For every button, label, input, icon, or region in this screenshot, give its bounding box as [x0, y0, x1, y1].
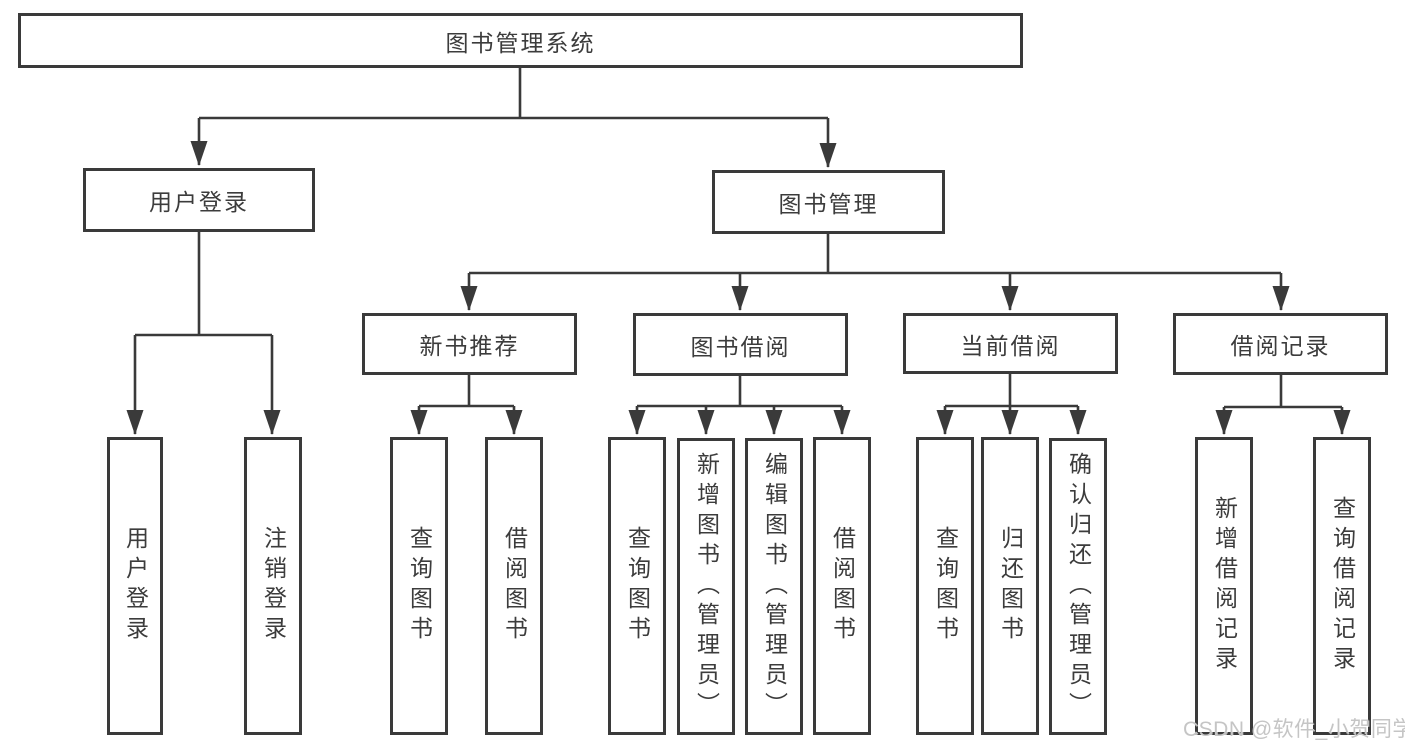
- node-borrow-records: 借阅记录: [1173, 313, 1388, 375]
- csdn-watermark: CSDN @软件_小贺同学: [1183, 718, 1405, 741]
- leaf-user-login: 用户登录: [107, 437, 163, 735]
- leaf-records-query-record-label: 查询借阅记录: [1329, 496, 1356, 676]
- leaf-borrow-query-book: 查询图书: [608, 437, 666, 735]
- leaf-logout-label: 注销登录: [260, 526, 287, 646]
- node-borrow-records-label: 借阅记录: [1230, 333, 1331, 359]
- leaf-records-query-record: 查询借阅记录: [1313, 437, 1371, 735]
- connector-records-to-leaves: [1215, 375, 1351, 435]
- leaf-recommend-borrow-book-label: 借阅图书: [501, 526, 528, 646]
- leaf-borrow-add-book-admin-label: 新增图书（管理员）: [693, 451, 720, 722]
- leaf-current-confirm-return-admin: 确认归还（管理员）: [1049, 438, 1107, 735]
- leaf-borrow-edit-book-admin-label: 编辑图书（管理员）: [761, 451, 788, 722]
- leaf-current-return-book-label: 归还图书: [997, 526, 1024, 646]
- leaf-current-confirm-return-admin-label: 确认归还（管理员）: [1065, 451, 1092, 722]
- leaf-borrow-query-book-label: 查询图书: [624, 526, 651, 646]
- connector-login-to-leaves: [126, 232, 281, 435]
- leaf-current-query-book-label: 查询图书: [932, 526, 959, 646]
- node-current-borrow-label: 当前借阅: [960, 332, 1061, 359]
- node-user-login-label: 用户登录: [149, 189, 249, 215]
- leaf-records-add-record: 新增借阅记录: [1195, 437, 1253, 735]
- leaf-records-add-record-label: 新增借阅记录: [1211, 496, 1238, 676]
- connector-current-to-leaves: [936, 374, 1087, 435]
- leaf-borrow-borrow-book: 借阅图书: [813, 437, 871, 735]
- node-user-login: 用户登录: [83, 168, 315, 232]
- leaf-recommend-borrow-book: 借阅图书: [485, 437, 543, 735]
- connector-borrow-to-leaves: [628, 376, 851, 435]
- node-book-borrow-label: 图书借阅: [690, 333, 791, 360]
- leaf-current-return-book: 归还图书: [981, 437, 1039, 735]
- node-new-book-recommend-label: 新书推荐: [419, 333, 520, 359]
- node-book-manage-label: 图书管理: [778, 191, 879, 217]
- node-book-borrow: 图书借阅: [633, 313, 848, 376]
- connector-recommend-to-leaves: [410, 375, 523, 435]
- leaf-recommend-query-book: 查询图书: [390, 437, 448, 735]
- node-new-book-recommend: 新书推荐: [362, 313, 577, 375]
- leaf-current-query-book: 查询图书: [916, 437, 974, 735]
- node-current-borrow: 当前借阅: [903, 313, 1118, 374]
- node-root-label: 图书管理系统: [445, 29, 596, 56]
- node-book-manage: 图书管理: [712, 170, 945, 234]
- leaf-borrow-edit-book-admin: 编辑图书（管理员）: [745, 438, 803, 735]
- leaf-logout: 注销登录: [244, 437, 302, 735]
- node-root: 图书管理系统: [18, 13, 1023, 68]
- connector-root-to-level2: [190, 67, 837, 168]
- leaf-user-login-label: 用户登录: [122, 526, 149, 646]
- connector-manage-to-level3: [460, 234, 1290, 311]
- leaf-recommend-query-book-label: 查询图书: [406, 526, 433, 646]
- leaf-borrow-add-book-admin: 新增图书（管理员）: [677, 438, 735, 735]
- leaf-borrow-borrow-book-label: 借阅图书: [829, 526, 856, 646]
